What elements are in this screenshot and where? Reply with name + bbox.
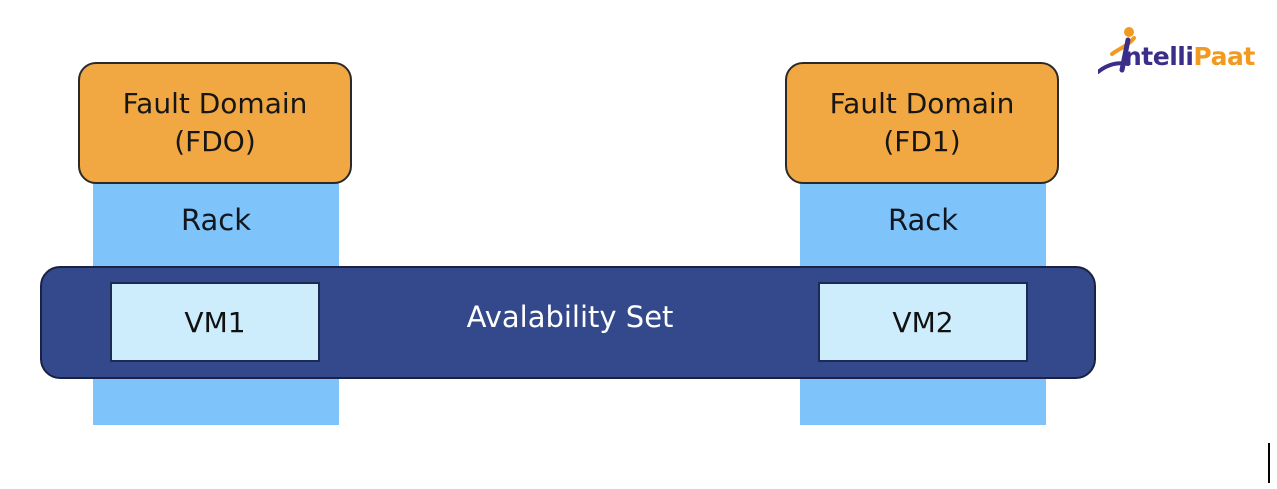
fault-domain-fd1: Fault Domain (FD1) [785,62,1059,184]
fault-domain-fd1-title: Fault Domain [829,87,1015,120]
availability-set-label: Avalability Set [466,300,674,334]
vm2-box: VM2 [818,282,1028,362]
intellipaat-logo-text: ntelliPaat [1124,42,1255,71]
text-cursor [1268,443,1270,483]
intellipaat-runner-icon [1098,27,1136,74]
fault-domain-fd0-id: (FDO) [174,125,256,158]
logo-accent: Paat [1193,42,1255,71]
vm2-label: VM2 [892,305,954,339]
vm1-label: VM1 [184,305,246,339]
rack-label-left: Rack [180,203,252,237]
fault-domain-fd1-id: (FD1) [883,125,961,158]
vm1-box: VM1 [110,282,320,362]
rack-label-right: Rack [887,203,959,237]
logo-prefix: ntelli [1124,42,1194,71]
fault-domain-fd0-title: Fault Domain [122,87,308,120]
fault-domain-fd0: Fault Domain (FDO) [78,62,352,184]
